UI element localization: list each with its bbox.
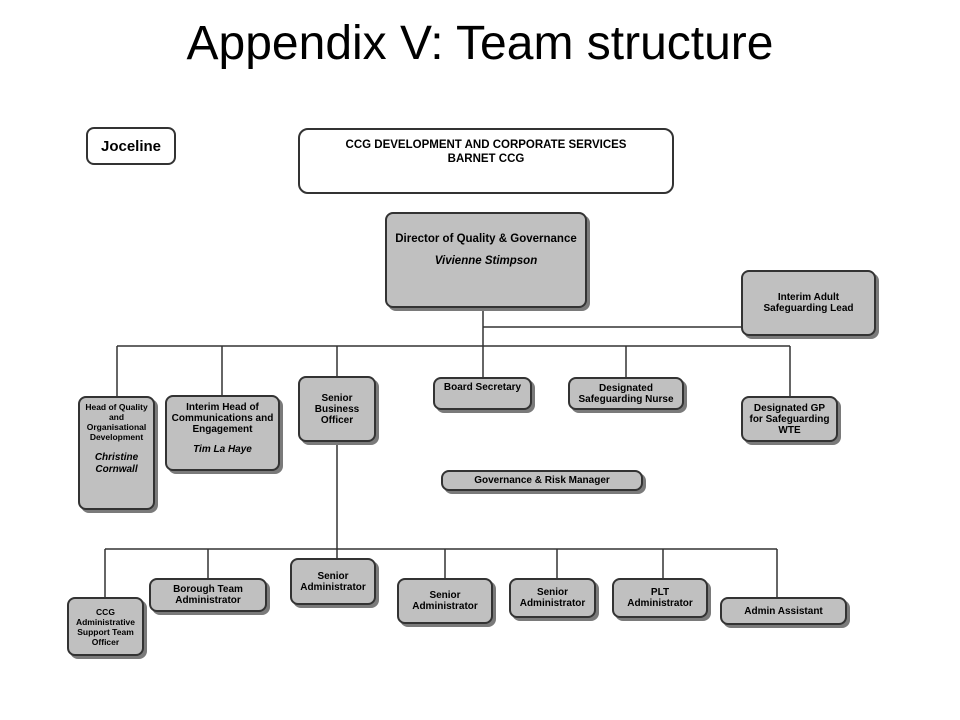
- node-ccg-admin-support: CCG Administrative Support Team Officer: [67, 597, 144, 656]
- senior-business-officer-title: Senior Business Officer: [314, 392, 360, 426]
- node-head-comms: Interim Head of Communications and Engag…: [165, 395, 280, 471]
- borough-team-admin-title: Borough Team Administrator: [173, 584, 243, 606]
- head-quality-title: Head of Quality and Organisational Devel…: [85, 402, 148, 442]
- node-senior-admin-3: Senior Administrator: [509, 578, 596, 618]
- node-senior-admin-2: Senior Administrator: [397, 578, 493, 624]
- senior-admin-3-title: Senior Administrator: [519, 587, 586, 609]
- board-secretary-title: Board Secretary: [443, 382, 522, 393]
- node-safeguarding-lead: Interim Adult Safeguarding Lead: [741, 270, 876, 336]
- slide-title: Appendix V: Team structure: [186, 17, 774, 70]
- joceline-label: Joceline: [86, 127, 176, 165]
- director-title: Director of Quality & Governance: [395, 233, 577, 245]
- joceline-text: Joceline: [100, 137, 162, 155]
- node-borough-team-admin: Borough Team Administrator: [149, 578, 267, 612]
- node-head-quality: Head of Quality and Organisational Devel…: [78, 396, 155, 510]
- designated-gp-title: Designated GP for Safeguarding WTE: [749, 402, 830, 436]
- head-quality-name: Christine Cornwall: [94, 452, 139, 475]
- header-line2: BARNET CCG: [447, 153, 525, 165]
- safeguarding-nurse-title: Designated Safeguarding Nurse: [578, 382, 674, 405]
- node-board-secretary: Board Secretary: [433, 377, 532, 410]
- safeguarding-lead-title: Interim Adult Safeguarding Lead: [763, 292, 854, 314]
- node-plt-admin: PLT Administrator: [612, 578, 708, 618]
- header-line1: CCG DEVELOPMENT AND CORPORATE SERVICES: [345, 139, 627, 151]
- governance-risk-title: Governance & Risk Manager: [474, 475, 610, 486]
- senior-admin-1-title: Senior Administrator: [300, 570, 366, 593]
- node-safeguarding-nurse: Designated Safeguarding Nurse: [568, 377, 684, 410]
- node-senior-business-officer: Senior Business Officer: [298, 376, 376, 442]
- director-name: Vivienne Stimpson: [434, 255, 538, 267]
- ccg-admin-support-title: CCG Administrative Support Team Officer: [75, 606, 136, 647]
- directorate-header: CCG DEVELOPMENT AND CORPORATE SERVICES B…: [298, 128, 674, 194]
- admin-assistant-title: Admin Assistant: [744, 605, 823, 617]
- node-governance-risk: Governance & Risk Manager: [441, 470, 643, 491]
- plt-admin-title: PLT Administrator: [627, 587, 693, 609]
- node-admin-assistant: Admin Assistant: [720, 597, 847, 625]
- node-senior-admin-1: Senior Administrator: [290, 558, 376, 605]
- head-comms-title: Interim Head of Communications and Engag…: [171, 402, 274, 435]
- node-director: Director of Quality & Governance Vivienn…: [385, 212, 587, 308]
- senior-admin-2-title: Senior Administrator: [412, 590, 478, 612]
- head-comms-name: Tim La Haye: [193, 444, 252, 455]
- node-designated-gp: Designated GP for Safeguarding WTE: [741, 396, 838, 442]
